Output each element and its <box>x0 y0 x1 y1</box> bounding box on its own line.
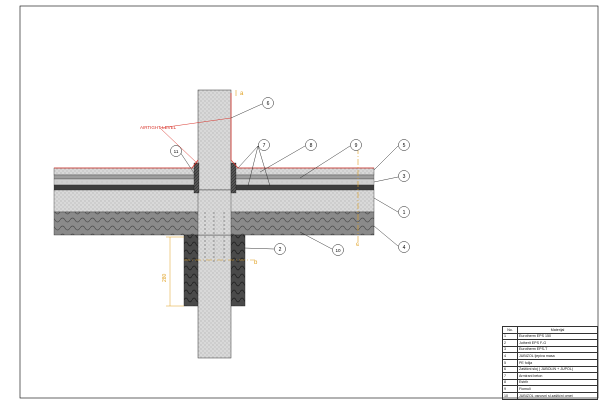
legend-row-number: 6 <box>502 365 518 374</box>
svg-text:8: 8 <box>310 143 313 149</box>
callout-4: 4 <box>398 241 410 253</box>
legend-row-material: Armirani beton <box>517 372 598 380</box>
legend-row-number: 3 <box>502 345 518 354</box>
lower-insulation-left <box>183 234 199 307</box>
callout-10: 10 <box>332 244 344 256</box>
legend-header-material: Materijal <box>517 326 598 334</box>
upper-concrete-wall <box>197 89 232 191</box>
callout-11: 11 <box>170 145 182 157</box>
svg-text:5: 5 <box>403 143 406 149</box>
callout-1: 1 <box>398 206 410 218</box>
legend-row-material: Estrih <box>517 378 598 387</box>
axis-mark-c: c <box>356 242 359 248</box>
seal-strip-right <box>230 162 237 194</box>
svg-text:10: 10 <box>335 248 341 253</box>
svg-text:3: 3 <box>403 174 406 180</box>
svg-text:11: 11 <box>174 149 179 154</box>
legend-row-material: Zaštićni sloj ( JUBOLIN + JUPOL) <box>517 365 598 374</box>
airtight-label: AIRTIGHT LEVEL <box>140 125 177 130</box>
legend-row-number: 8 <box>502 378 518 387</box>
svg-text:6: 6 <box>267 101 270 107</box>
callout-9: 9 <box>350 139 362 151</box>
legend-row-number: 9 <box>502 385 518 393</box>
lower-insulation-right <box>230 234 246 307</box>
upper-wall <box>193 89 237 236</box>
legend-row-material: Fiomuli <box>517 385 598 393</box>
height-dimension-value: 280 <box>162 273 168 282</box>
legend-row-number: 1 <box>502 332 518 341</box>
callout-8: 8 <box>305 139 317 151</box>
lower-wall <box>183 234 246 359</box>
seal-strip-left <box>193 162 200 194</box>
legend-row-number: 5 <box>502 358 518 367</box>
axis-mark-a: a <box>240 91 244 97</box>
section-marks <box>184 90 359 261</box>
legend-row-material: PE folija <box>517 358 598 367</box>
legend-row-number: 2 <box>502 339 518 347</box>
callout-bubbles: 6 7 8 9 5 3 1 4 10 2 11 <box>170 97 410 256</box>
airtight-line <box>54 93 374 169</box>
axis-mark-b: b <box>254 260 258 266</box>
callout-2: 2 <box>274 243 286 255</box>
svg-text:1: 1 <box>403 210 406 216</box>
callout-6: 6 <box>262 97 274 109</box>
wall-slab-junction <box>197 189 232 236</box>
legend-row-number: 7 <box>502 372 518 380</box>
legend-row-material: JUBIZOL osnovni sl.zaštićni omet <box>517 391 598 400</box>
leader-lines <box>179 103 399 250</box>
svg-text:7: 7 <box>263 143 266 149</box>
svg-text:4: 4 <box>403 245 406 251</box>
callout-5: 5 <box>398 139 410 151</box>
legend-header-no: No. <box>502 326 518 334</box>
legend-row-material: Eurotherm EPS-T <box>517 345 598 354</box>
legend-row-material: Jutherit EPS F-G <box>517 339 598 347</box>
legend-row-number: 4 <box>502 352 518 360</box>
svg-text:9: 9 <box>355 143 358 149</box>
svg-text:2: 2 <box>279 247 282 253</box>
callout-7: 7 <box>258 139 270 151</box>
lower-concrete-wall <box>197 234 232 359</box>
height-dimension <box>166 236 184 307</box>
sheet-border <box>19 5 599 399</box>
legend-row-material: Eurotherm EPS 150 <box>517 332 598 341</box>
legend-row-number: 10 <box>502 391 518 400</box>
legend-header-row: No. Materijal <box>502 326 598 334</box>
hidden-lines <box>204 212 225 262</box>
legend-row-material: JUBIZOL ljepiva masa <box>517 352 598 360</box>
callout-3: 3 <box>398 170 410 182</box>
